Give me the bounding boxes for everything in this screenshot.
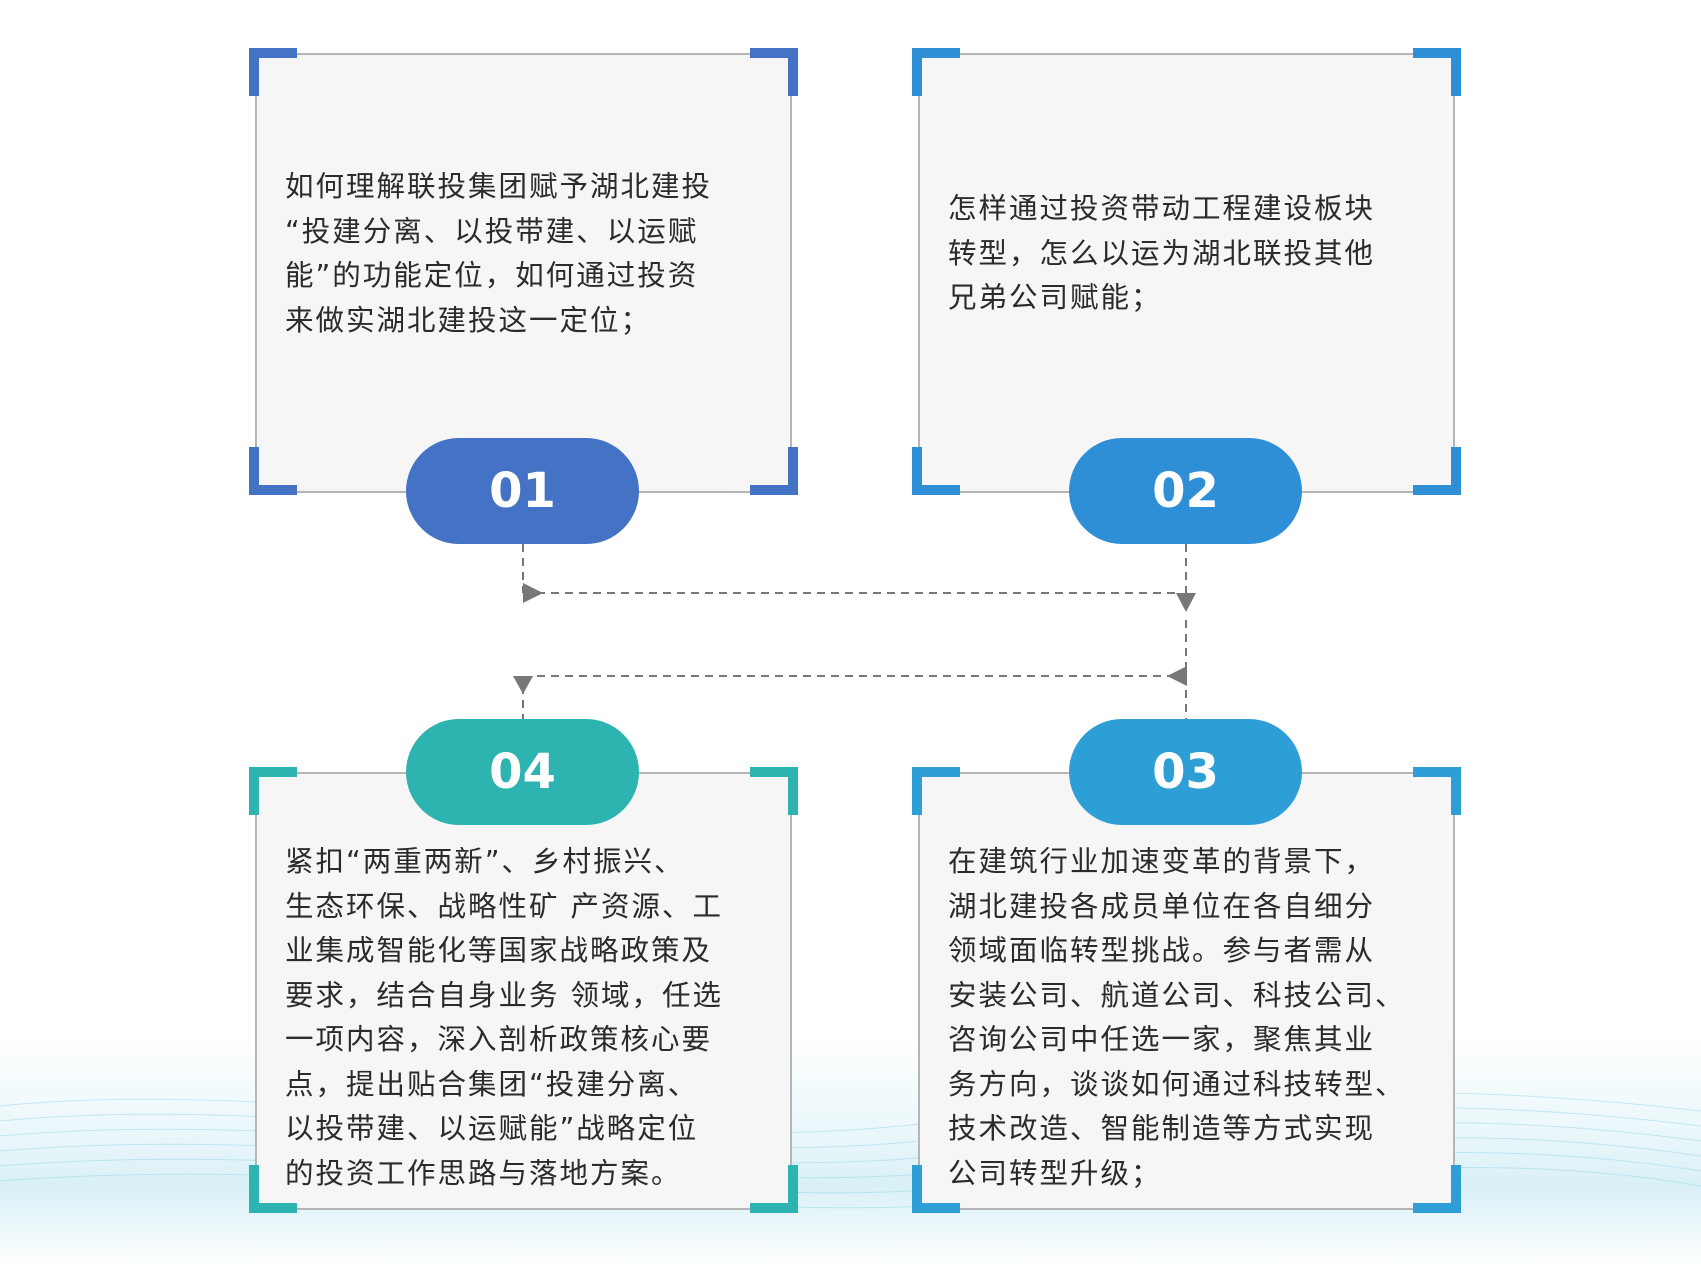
card-04-corner-tr	[750, 767, 798, 815]
card-04-line: 点，提出贴合集团“投建分离、	[285, 1067, 699, 1101]
arrowhead-down-1	[1176, 593, 1196, 612]
card-04	[255, 772, 792, 1210]
card-03-number: 03	[1069, 719, 1302, 825]
card-04-corner-bl	[249, 1165, 297, 1213]
card-04-corner-tl	[249, 767, 297, 815]
card-04-line: 以投带建、以运赋能”战略定位	[285, 1112, 699, 1145]
card-03-corner-tl	[912, 767, 960, 815]
card-02-corner-br	[1413, 447, 1461, 495]
card-02-line: 转型，怎么以运为湖北联投其他	[948, 236, 1376, 270]
arrowhead-left	[1167, 666, 1187, 686]
card-03-line: 安装公司、航道公司、科技公司、	[948, 978, 1406, 1012]
card-03-line: 湖北建投各成员单位在各自细分	[948, 889, 1376, 923]
card-01-line: 能”的功能定位，如何通过投资	[285, 259, 699, 292]
card-04-line: 生态环保、战略性矿 产资源、工	[285, 889, 724, 923]
card-04-line: 紧扣“两重两新”、乡村振兴、	[285, 845, 685, 878]
card-01-corner-tl	[249, 48, 297, 96]
card-03-line: 公司转型升级；	[948, 1156, 1162, 1190]
card-01-corner-br	[750, 447, 798, 495]
card-04-text: 紧扣“两重两新”、乡村振兴、 生态环保、战略性矿 产资源、工 业集成智能化等国家…	[285, 840, 765, 1196]
card-02-text: 怎样通过投资带动工程建设板块 转型，怎么以运为湖北联投其他 兄弟公司赋能；	[948, 187, 1418, 321]
card-02-line: 怎样通过投资带动工程建设板块	[948, 192, 1376, 225]
card-02-line: 兄弟公司赋能；	[948, 281, 1162, 314]
card-04-number: 04	[406, 719, 639, 825]
card-01-line: 来做实湖北建投这一定位；	[285, 303, 652, 337]
card-04-line: 一项内容，深入剖析政策核心要	[285, 1023, 713, 1056]
card-01-corner-tr	[750, 48, 798, 96]
card-04-line: 业集成智能化等国家战略政策及	[285, 934, 713, 967]
card-03-line: 技术改造、智能制造等方式实现	[948, 1112, 1376, 1145]
card-01-number: 01	[406, 438, 639, 544]
card-04-line: 的投资工作思路与落地方案。	[285, 1156, 682, 1190]
card-02-corner-bl	[912, 447, 960, 495]
card-01-line: “投建分离、以投带建、以运赋	[285, 214, 699, 248]
card-04-corner-br	[750, 1165, 798, 1213]
card-01-text: 如何理解联投集团赋予湖北建投 “投建分离、以投带建、以运赋 能”的功能定位，如何…	[285, 165, 755, 343]
card-03-line: 在建筑行业加速变革的背景下，	[948, 845, 1376, 878]
card-03-corner-bl	[912, 1165, 960, 1213]
card-03	[918, 772, 1455, 1210]
card-01	[255, 53, 792, 493]
card-03-line: 领域面临转型挑战。参与者需从	[948, 934, 1376, 967]
card-03-corner-tr	[1413, 767, 1461, 815]
card-03-line: 务方向，谈谈如何通过科技转型、	[948, 1067, 1406, 1101]
card-03-corner-br	[1413, 1165, 1461, 1213]
arrowhead-right	[523, 583, 543, 603]
card-03-text: 在建筑行业加速变革的背景下， 湖北建投各成员单位在各自细分 领域面临转型挑战。参…	[948, 840, 1428, 1196]
arrowhead-down-2	[513, 676, 533, 694]
card-01-corner-bl	[249, 447, 297, 495]
card-02-number: 02	[1069, 438, 1302, 544]
card-01-line: 如何理解联投集团赋予湖北建投	[285, 170, 713, 203]
card-02-corner-tl	[912, 48, 960, 96]
card-03-line: 咨询公司中任选一家，聚焦其业	[948, 1023, 1376, 1056]
card-02-corner-tr	[1413, 48, 1461, 96]
card-04-line: 要求，结合自身业务 领域，任选	[285, 978, 724, 1012]
